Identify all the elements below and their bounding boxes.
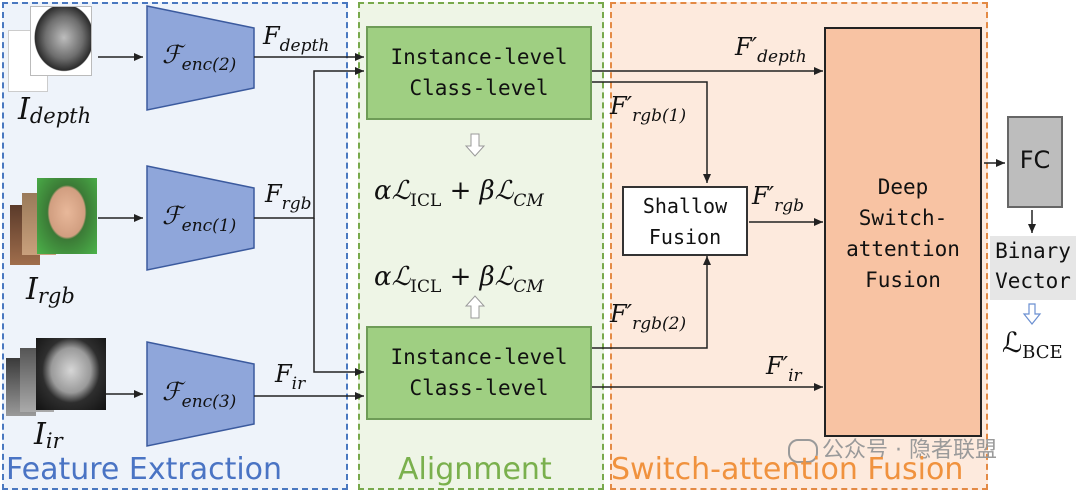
- feature-extraction-title: Feature Extraction: [6, 452, 283, 487]
- aligned-feature-rgb-label: F′rgb: [752, 182, 805, 216]
- alignment-box-bottom: Instance-level Class-level: [366, 326, 592, 420]
- aligned-feature-rgb2-label: F′rgb(2): [610, 300, 687, 334]
- encoder-ir-label: ℱenc(3): [162, 377, 237, 412]
- feature-depth-label: Fdepth: [263, 22, 330, 56]
- feature-ir-label: Fir: [275, 360, 306, 394]
- wechat-icon: [788, 439, 818, 463]
- deep-fusion-line4: Fusion: [865, 268, 941, 292]
- input-depth-label: Idepth: [18, 92, 92, 128]
- switch-attention-fusion-title: Switch-attention Fusion: [611, 452, 964, 487]
- deep-fusion-line1: Deep: [877, 175, 929, 199]
- deep-fusion-line2: Switch-: [858, 206, 948, 230]
- encoder-depth: [146, 5, 255, 111]
- loss-formula-top: αℒICL + βℒCM: [374, 176, 544, 211]
- arrow-fprime-rgb2: [592, 256, 711, 349]
- hollow-arrow-bce: [1022, 303, 1042, 325]
- arrow-fprime-rgb1: [592, 81, 711, 183]
- encoder-rgb: [146, 165, 255, 271]
- encoder-depth-label: ℱenc(2): [162, 40, 237, 75]
- shallow-fusion-line2: Fusion: [648, 225, 722, 249]
- loss-formula-bottom: αℒICL + βℒCM: [374, 262, 544, 297]
- alignment-box-top: Instance-level Class-level: [366, 26, 592, 120]
- input-rgb-label: Irgb: [26, 272, 75, 308]
- aligned-feature-depth-label: F′depth: [735, 33, 807, 67]
- encoder-rgb-label: ℱenc(1): [162, 201, 237, 236]
- alignment-top-class-level: Class-level: [409, 76, 549, 100]
- watermark: 公众号 · 隐者联盟: [788, 432, 997, 464]
- shallow-fusion-line1: Shallow: [642, 194, 728, 218]
- watermark-text: 公众号 · 隐者联盟: [822, 438, 997, 463]
- binary-vector-output: Binary Vector: [990, 236, 1076, 300]
- encoder-ir: [146, 341, 255, 447]
- aligned-feature-rgb1-label: F′rgb(1): [610, 92, 687, 126]
- alignment-top-instance-level: Instance-level: [390, 45, 568, 69]
- arrow-frgb-down: [313, 218, 364, 376]
- alignment-title: Alignment: [398, 452, 552, 487]
- hollow-arrow-up: [464, 295, 486, 319]
- fc-label: FC: [1019, 146, 1051, 174]
- arrow-frgb-up: [254, 67, 364, 219]
- hollow-arrow-down: [464, 133, 486, 157]
- fc-box: FC: [1007, 116, 1063, 208]
- aligned-feature-ir-label: F′ir: [766, 352, 802, 386]
- alignment-bottom-class-level: Class-level: [409, 376, 549, 400]
- feature-rgb-label: Frgb: [265, 180, 312, 214]
- binary-vector-line2: Vector: [995, 269, 1071, 293]
- deep-fusion-line3: attention: [846, 237, 960, 261]
- alignment-bottom-instance-level: Instance-level: [390, 345, 568, 369]
- deep-switch-attention-fusion-box: Deep Switch- attention Fusion: [824, 27, 982, 437]
- input-ir-label: Iir: [34, 417, 63, 453]
- bce-loss-label: ℒBCE: [1002, 326, 1063, 363]
- binary-vector-line1: Binary: [995, 239, 1071, 263]
- shallow-fusion-box: Shallow Fusion: [622, 186, 748, 256]
